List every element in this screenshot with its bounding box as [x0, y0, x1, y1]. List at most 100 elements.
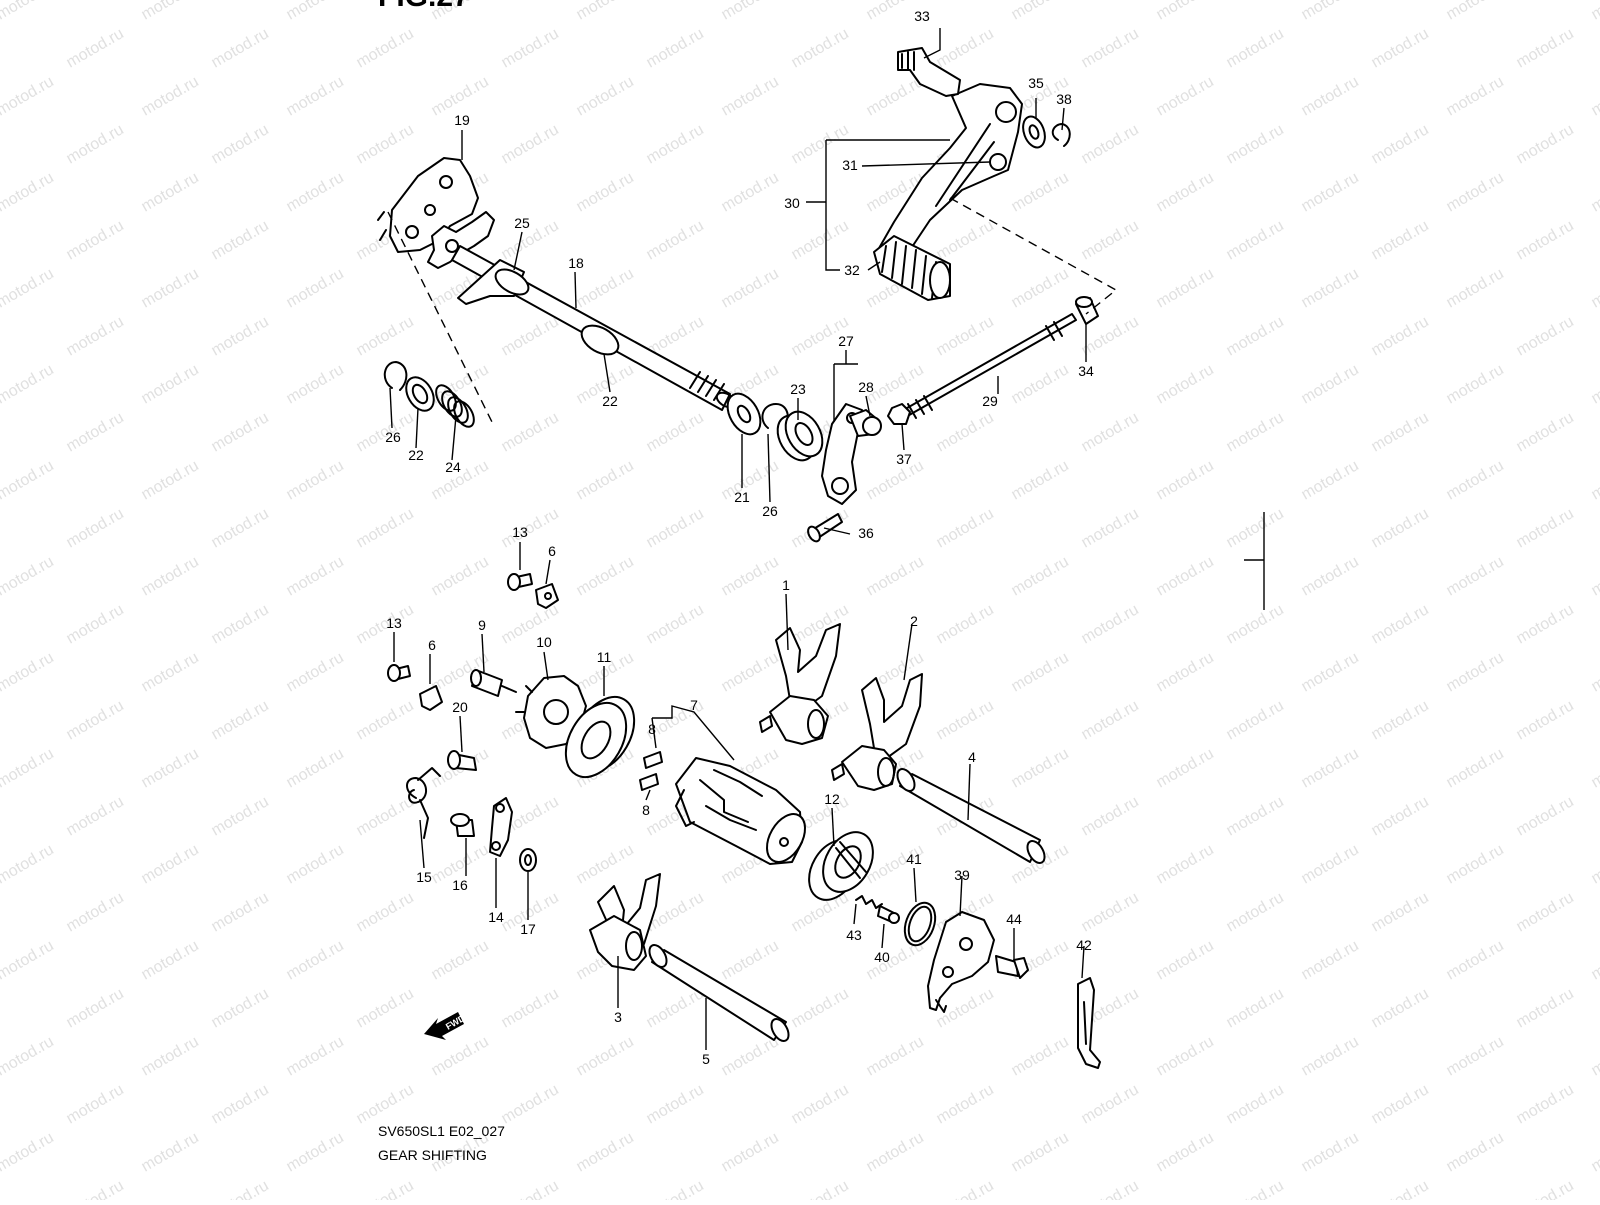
watermark-text: motod.ru: [789, 985, 852, 1031]
watermark-text: motod.ru: [284, 265, 347, 311]
watermark-text: motod.ru: [354, 505, 417, 551]
watermark-text: motod.ru: [1079, 889, 1142, 935]
watermark-text: motod.ru: [934, 1177, 997, 1200]
watermark-text: motod.ru: [209, 1177, 272, 1200]
watermark-text: motod.ru: [354, 121, 417, 167]
watermark-text: motod.ru: [499, 1081, 562, 1127]
part-9-cam-stopper-bolt: [471, 670, 516, 696]
watermark-text: motod.ru: [1444, 841, 1507, 887]
watermark-text: motod.ru: [1444, 457, 1507, 503]
watermark-text: motod.ru: [499, 601, 562, 647]
watermark-text: motod.ru: [934, 1081, 997, 1127]
watermark-text: motod.ru: [64, 889, 127, 935]
watermark-text: motod.ru: [574, 0, 637, 23]
watermark-text: motod.ru: [1514, 217, 1577, 263]
watermark-text: motod.ru: [1224, 601, 1287, 647]
watermark-text: motod.ru: [0, 553, 57, 599]
watermark-text: motod.ru: [1514, 121, 1577, 167]
callout-13-left: 13: [386, 615, 402, 631]
watermark-text: motod.ru: [574, 73, 637, 119]
part-8-pin-lower: [640, 774, 658, 790]
part-14-cam-stopper: [490, 798, 512, 856]
watermark-text: motod.ru: [934, 313, 997, 359]
watermark-text: motod.ru: [1369, 121, 1432, 167]
watermark-text: motod.ru: [1154, 1033, 1217, 1079]
watermark-text: motod.ru: [1589, 745, 1600, 791]
watermark-text: motod.ru: [864, 1129, 927, 1175]
watermark-text: motod.ru: [1444, 361, 1507, 407]
watermark-text: motod.ru: [644, 121, 707, 167]
watermark-text: motod.ru: [209, 601, 272, 647]
watermark-text: motod.ru: [284, 457, 347, 503]
watermark-text: motod.ru: [209, 505, 272, 551]
watermark-text: motod.ru: [719, 649, 782, 695]
watermark-text: motod.ru: [354, 1081, 417, 1127]
callout-10: 10: [536, 634, 552, 650]
callout-30: 30: [784, 195, 800, 211]
watermark-text: motod.ru: [1224, 889, 1287, 935]
watermark-text: motod.ru: [1444, 649, 1507, 695]
watermark-text: motod.ru: [1444, 937, 1507, 983]
watermark-text: motod.ru: [64, 25, 127, 71]
watermark-text: motod.ru: [284, 649, 347, 695]
watermark-text: motod.ru: [1589, 265, 1600, 311]
watermark-text: motod.ru: [789, 25, 852, 71]
watermark-text: motod.ru: [64, 601, 127, 647]
watermark-text: motod.ru: [1154, 553, 1217, 599]
section-title: GEAR SHIFTING: [378, 1147, 487, 1163]
watermark-text: motod.ru: [1514, 1081, 1577, 1127]
watermark-text: motod.ru: [1154, 841, 1217, 887]
watermark-text: motod.ru: [1369, 697, 1432, 743]
watermark-text: motod.ru: [284, 553, 347, 599]
watermark-text: motod.ru: [499, 25, 562, 71]
part-34-rubber-cap: [1076, 297, 1098, 324]
watermark-text: motod.ru: [1009, 457, 1072, 503]
watermark-text: motod.ru: [64, 985, 127, 1031]
callout-24: 24: [445, 459, 461, 475]
watermark-text: motod.ru: [934, 601, 997, 647]
watermark-text: motod.ru: [574, 265, 637, 311]
watermark-text: motod.ru: [719, 0, 782, 23]
watermark-text: motod.ru: [1079, 793, 1142, 839]
watermark-text: motod.ru: [864, 553, 927, 599]
watermark-text: motod.ru: [209, 793, 272, 839]
part-17-washer: [520, 849, 536, 871]
watermark-text: motod.ru: [1589, 1129, 1600, 1175]
watermark-text: motod.ru: [1079, 217, 1142, 263]
watermark-text: motod.ru: [1589, 649, 1600, 695]
part-8-pin-upper: [644, 752, 662, 768]
watermark-text: motod.ru: [1369, 1177, 1432, 1200]
watermark-text: motod.ru: [719, 937, 782, 983]
watermark-text: motod.ru: [209, 313, 272, 359]
watermark-text: motod.ru: [139, 649, 202, 695]
callout-38: 38: [1056, 91, 1072, 107]
watermark-text: motod.ru: [1154, 1129, 1217, 1175]
watermark-text: motod.ru: [1299, 169, 1362, 215]
watermark-text: motod.ru: [1154, 457, 1217, 503]
watermark-text: motod.ru: [1224, 1177, 1287, 1200]
watermark-text: motod.ru: [719, 1129, 782, 1175]
callout-28: 28: [858, 379, 874, 395]
watermark-text: motod.ru: [354, 793, 417, 839]
watermark-text: motod.ru: [644, 985, 707, 1031]
watermark-text: motod.ru: [1369, 793, 1432, 839]
watermark-text: motod.ru: [1009, 649, 1072, 695]
callout-19: 19: [454, 112, 470, 128]
callout-42: 42: [1076, 937, 1092, 953]
callout-2: 2: [910, 613, 918, 629]
watermark-text: motod.ru: [209, 409, 272, 455]
watermark-text: motod.ru: [499, 409, 562, 455]
part-13-screw-left: [388, 665, 410, 681]
watermark-text: motod.ru: [1299, 0, 1362, 23]
watermark-text: motod.ru: [644, 601, 707, 647]
callout-6-left: 6: [428, 637, 436, 653]
watermark-text: motod.ru: [1589, 73, 1600, 119]
watermark-text: motod.ru: [1154, 361, 1217, 407]
watermark-text: motod.ru: [139, 841, 202, 887]
callout-20: 20: [452, 699, 468, 715]
part-16-stopper-bolt: [451, 814, 474, 836]
watermark-text: motod.ru: [284, 1129, 347, 1175]
watermark-text: motod.ru: [0, 0, 57, 23]
watermark-text: motod.ru: [574, 1129, 637, 1175]
